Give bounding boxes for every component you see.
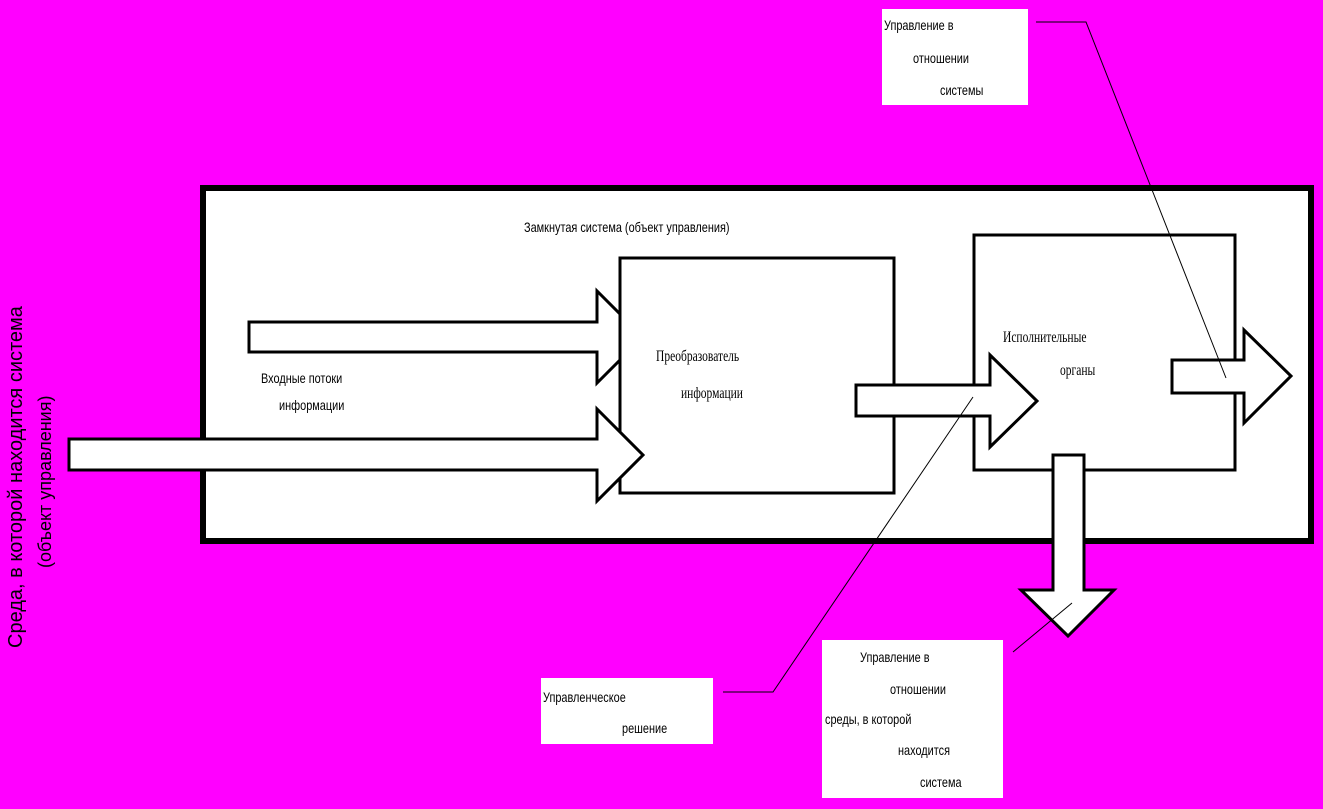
callout-environment-line5: система (920, 774, 962, 790)
callout-decision-line2: решение (622, 720, 668, 736)
callout-environment-line2: отношении (890, 681, 947, 697)
output-arrow-right (1170, 326, 1294, 427)
executive-label-line2: органы (1060, 362, 1096, 379)
input-arrow-lower (67, 405, 646, 505)
closed-system-title: Замкнутая система (объект управления) (524, 219, 730, 235)
environment-label-line1: Среда, в которой находится система (5, 306, 27, 648)
converter-box (618, 256, 896, 495)
callout-system-line1: Управление в (884, 17, 954, 33)
leader-line-environment (1012, 602, 1073, 653)
callout-environment-line1: Управление в (860, 649, 930, 665)
input-flows-label-line2: информации (279, 397, 345, 413)
callout-environment-box (822, 640, 1003, 798)
callout-environment-line4: находится (898, 742, 951, 758)
converter-label-line1: Преобразователь (656, 348, 740, 365)
leader-line-decision (723, 396, 974, 693)
executive-box (972, 233, 1237, 472)
callout-decision-line1: Управленческое (543, 689, 626, 705)
callout-system-line3: системы (940, 82, 984, 98)
executive-label-line1: Исполнительные (1003, 329, 1087, 346)
converter-label-line2: информации (681, 385, 743, 402)
output-arrow-down (1017, 453, 1118, 639)
callout-system-box (882, 9, 1028, 105)
input-flows-label-line1: Входные потоки (261, 370, 343, 386)
callout-system-line2: отношении (913, 50, 970, 66)
callout-decision-box (541, 678, 713, 744)
decision-arrow (854, 351, 1040, 451)
environment-label-line2: (объект управления) (35, 395, 55, 568)
callout-environment-line3: среды, в которой (825, 711, 912, 727)
leader-line-system (1036, 21, 1227, 379)
